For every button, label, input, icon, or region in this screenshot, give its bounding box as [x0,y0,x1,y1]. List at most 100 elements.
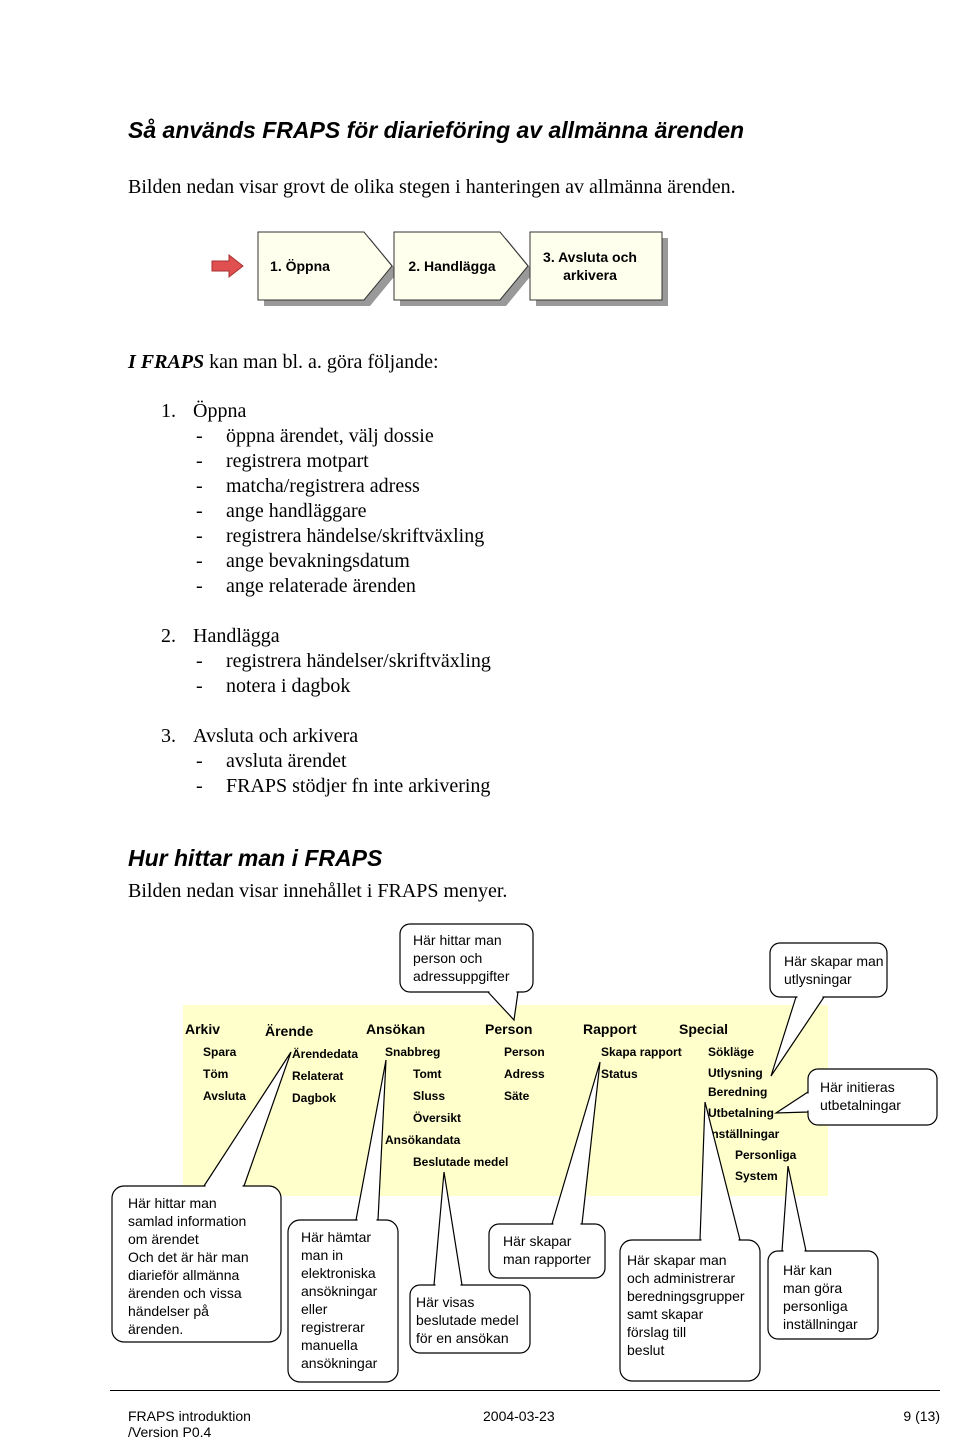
list-subitem-text: registrera händelse/skriftväxling [226,525,485,547]
list-subitem: - öppna ärendet, välj dossie [0,424,960,449]
list-subitem-text: ange handläggare [226,500,367,522]
menu-item-adress: Adress [504,1067,545,1081]
list-marker: - [196,650,203,672]
callout-ansokan-shape [287,1059,399,1383]
list-marker: - [196,500,203,522]
list-item-handlagga: 2. Handlägga [0,624,960,649]
menu-special: Special [679,1021,729,1037]
footer-version: /Version P0.4 [128,1424,212,1440]
lead-sentence: I FRAPS kan man bl. a. göra följande: [128,350,439,374]
callout-person-shape [399,923,534,1022]
list-marker: - [196,550,203,572]
process-step-3-label: 3. Avsluta och arkivera [543,249,637,283]
list-title: Avsluta och arkivera [193,725,359,747]
list-marker: - [196,525,203,547]
menu-item-soklage: Sökläge [708,1045,755,1059]
callout-utlysning-shape [769,942,888,1077]
callout-arende-shape [111,1051,292,1343]
menu-item-tomt: Tomt [413,1067,442,1081]
process-step-2-label: 2. Handlägga [408,258,496,274]
lead-rest: kan man bl. a. göra följande: [209,351,439,373]
footer-page-number: 9 (13) [903,1408,940,1424]
menu-item-relaterat: Relaterat [292,1069,344,1083]
right-arrow-icon [211,253,244,279]
menu-item-beredning: Beredning [708,1085,768,1099]
callout-utbetalning-text: Här initieras utbetalningar [820,1079,901,1113]
section-intro: Bilden nedan visar innehållet i FRAPS me… [128,880,508,902]
callout-ansokan-text: Här hämtar man in elektroniska ansökning… [301,1229,378,1371]
feature-list: 1. Öppna - öppna ärendet, välj dossie - re… [0,399,960,799]
callout-utlysning-text: Här skapar man utlysningar [784,953,884,987]
list-subitem: - registrera motpart [0,449,960,474]
footer-document-name: FRAPS introduktion [128,1408,251,1424]
list-subitem-text: öppna ärendet, välj dossie [226,425,434,447]
list-marker: - [196,775,203,797]
menu-item-skapa-rapport: Skapa rapport [601,1045,682,1059]
lead-emphasis: I FRAPS [128,351,205,373]
list-subitem-text: matcha/registrera adress [226,475,420,497]
menu-person: Person [485,1021,533,1037]
list-subitem: -avsluta ärendet [0,749,960,774]
list-marker: - [196,475,203,497]
menu-item-sate: Säte [504,1089,530,1103]
list-subitem: - notera i dagbok [0,674,960,699]
menu-item-personliga: Personliga [735,1148,797,1162]
menu-item-status: Status [601,1067,638,1081]
list-subitem-text: registrera händelser/skriftväxling [226,650,491,672]
list-subitem-text: ange bevakningsdatum [226,550,410,572]
menu-item-sluss: Sluss [413,1089,446,1103]
list-marker: - [196,425,203,447]
menu-rapport: Rapport [583,1021,637,1037]
callout-arende-text: Här hittar man samlad information om äre… [128,1195,249,1337]
process-step-1-label: 1. Öppna [270,258,330,274]
list-title: Öppna [193,400,247,422]
menu-ansokan: Ansökan [366,1021,426,1037]
list-subitem: - registrera händelser/skriftväxling [0,649,960,674]
list-marker: - [196,675,203,697]
list-number: 3. [161,725,176,747]
intro-paragraph: Bilden nedan visar grovt de olika stegen… [128,176,736,198]
list-subitem: - registrera händelse/skriftväxling [0,524,960,549]
callout-installningar-text: Här kan man göra personliga inställninga… [783,1262,858,1332]
callout-beslutade-text: Här visas beslutade medel för en ansökan [416,1294,519,1346]
list-subitem: - ange handläggare [0,499,960,524]
menu-item-utlysning: Utlysning [708,1066,763,1080]
menu-item-installningar: Inställningar [708,1127,780,1141]
list-subitem-text: avsluta ärendet [226,750,347,772]
menu-item-snabbreg: Snabbreg [385,1045,441,1059]
list-subitem-text: notera i dagbok [226,675,351,697]
list-subitem: - ange relaterade ärenden [0,574,960,599]
list-subitem: - matcha/registrera adress [0,474,960,499]
callout-person-text: Här hittar man person och adressuppgifte… [413,932,510,984]
menu-item-tom: Töm [203,1067,229,1081]
list-subitem: - ange bevakningsdatum [0,549,960,574]
section-heading: Hur hittar man i FRAPS [128,845,383,871]
page-title: Så används FRAPS för diarieföring av all… [128,117,745,143]
list-number: 1. [161,400,176,422]
menu-item-ansokandata: Ansökandata [385,1133,461,1147]
callout-utbetalning-shape [773,1068,938,1126]
footer-date: 2004-03-23 [483,1408,555,1424]
list-marker: - [196,450,203,472]
list-subitem-text: FRAPS stödjer fn inte arkivering [226,775,491,797]
list-marker: - [196,575,203,597]
menu-arende: Ärende [265,1023,314,1039]
menu-arkiv: Arkiv [185,1021,221,1037]
list-title: Handlägga [193,625,280,647]
process-step-3-shape [529,231,663,301]
menu-item-person: Person [504,1045,545,1059]
menu-item-spara: Spara [203,1045,237,1059]
list-item-oppna: 1. Öppna [0,399,960,424]
callout-rapport-text: Här skapar man rapporter [503,1233,591,1267]
list-subitem-text: ange relaterade ärenden [226,575,416,597]
menu-item-beslutade-medel: Beslutade medel [413,1155,509,1169]
menu-item-dagbok: Dagbok [292,1091,337,1105]
callout-rapport-shape [488,1061,606,1279]
menu-item-system: System [735,1169,778,1183]
list-subitem-text: registrera motpart [226,450,369,472]
callout-beredning-shape [619,1101,761,1382]
callout-beredning-text: Här skapar man och administrerar beredni… [627,1252,745,1358]
menu-item-arendedata: Ärendedata [292,1047,359,1061]
